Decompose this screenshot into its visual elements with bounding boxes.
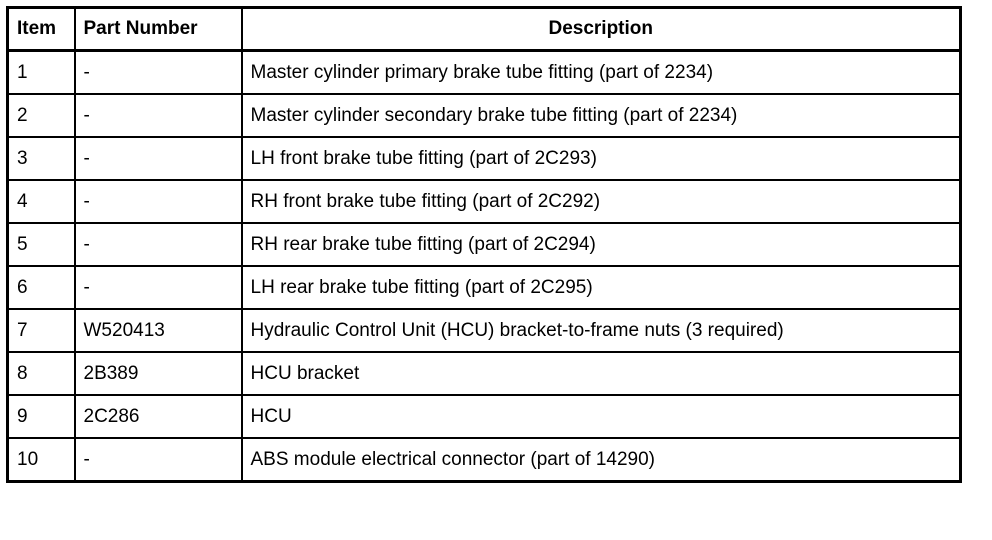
cell-part-number: - bbox=[73, 136, 243, 181]
table-row: 6-LH rear brake tube fitting (part of 2C… bbox=[6, 265, 962, 310]
table-row: 10-ABS module electrical connector (part… bbox=[6, 437, 962, 482]
cell-description: Hydraulic Control Unit (HCU) bracket-to-… bbox=[240, 308, 962, 353]
table-header: Item Part Number Description bbox=[6, 6, 962, 52]
cell-description: HCU bracket bbox=[240, 351, 962, 396]
cell-item: 10 bbox=[6, 437, 76, 482]
cell-description: LH rear brake tube fitting (part of 2C29… bbox=[240, 265, 962, 310]
table-row: 1-Master cylinder primary brake tube fit… bbox=[6, 49, 962, 95]
cell-part-number: - bbox=[73, 179, 243, 224]
cell-description: Master cylinder primary brake tube fitti… bbox=[240, 49, 962, 95]
cell-description: RH front brake tube fitting (part of 2C2… bbox=[240, 179, 962, 224]
table-row: 4-RH front brake tube fitting (part of 2… bbox=[6, 179, 962, 224]
cell-part-number: - bbox=[73, 437, 243, 482]
cell-item: 4 bbox=[6, 179, 76, 224]
column-header-description: Description bbox=[240, 6, 962, 52]
table-row: 2-Master cylinder secondary brake tube f… bbox=[6, 93, 962, 138]
cell-description: Master cylinder secondary brake tube fit… bbox=[240, 93, 962, 138]
column-header-item: Item bbox=[6, 6, 76, 52]
cell-item: 6 bbox=[6, 265, 76, 310]
cell-item: 9 bbox=[6, 394, 76, 439]
cell-part-number: - bbox=[73, 222, 243, 267]
cell-part-number: 2C286 bbox=[73, 394, 243, 439]
column-header-part-number: Part Number bbox=[73, 6, 243, 52]
table-row: 3-LH front brake tube fitting (part of 2… bbox=[6, 136, 962, 181]
cell-description: LH front brake tube fitting (part of 2C2… bbox=[240, 136, 962, 181]
table-row: 5-RH rear brake tube fitting (part of 2C… bbox=[6, 222, 962, 267]
cell-item: 8 bbox=[6, 351, 76, 396]
table-header-row: Item Part Number Description bbox=[6, 6, 962, 52]
cell-part-number: 2B389 bbox=[73, 351, 243, 396]
cell-item: 3 bbox=[6, 136, 76, 181]
cell-description: HCU bbox=[240, 394, 962, 439]
cell-description: ABS module electrical connector (part of… bbox=[240, 437, 962, 482]
cell-item: 7 bbox=[6, 308, 76, 353]
cell-item: 2 bbox=[6, 93, 76, 138]
parts-table: Item Part Number Description 1-Master cy… bbox=[6, 6, 962, 483]
cell-part-number: - bbox=[73, 265, 243, 310]
cell-part-number: - bbox=[73, 93, 243, 138]
cell-part-number: W520413 bbox=[73, 308, 243, 353]
cell-description: RH rear brake tube fitting (part of 2C29… bbox=[240, 222, 962, 267]
cell-part-number: - bbox=[73, 49, 243, 95]
cell-item: 5 bbox=[6, 222, 76, 267]
table-body: 1-Master cylinder primary brake tube fit… bbox=[6, 49, 962, 482]
cell-item: 1 bbox=[6, 49, 76, 95]
